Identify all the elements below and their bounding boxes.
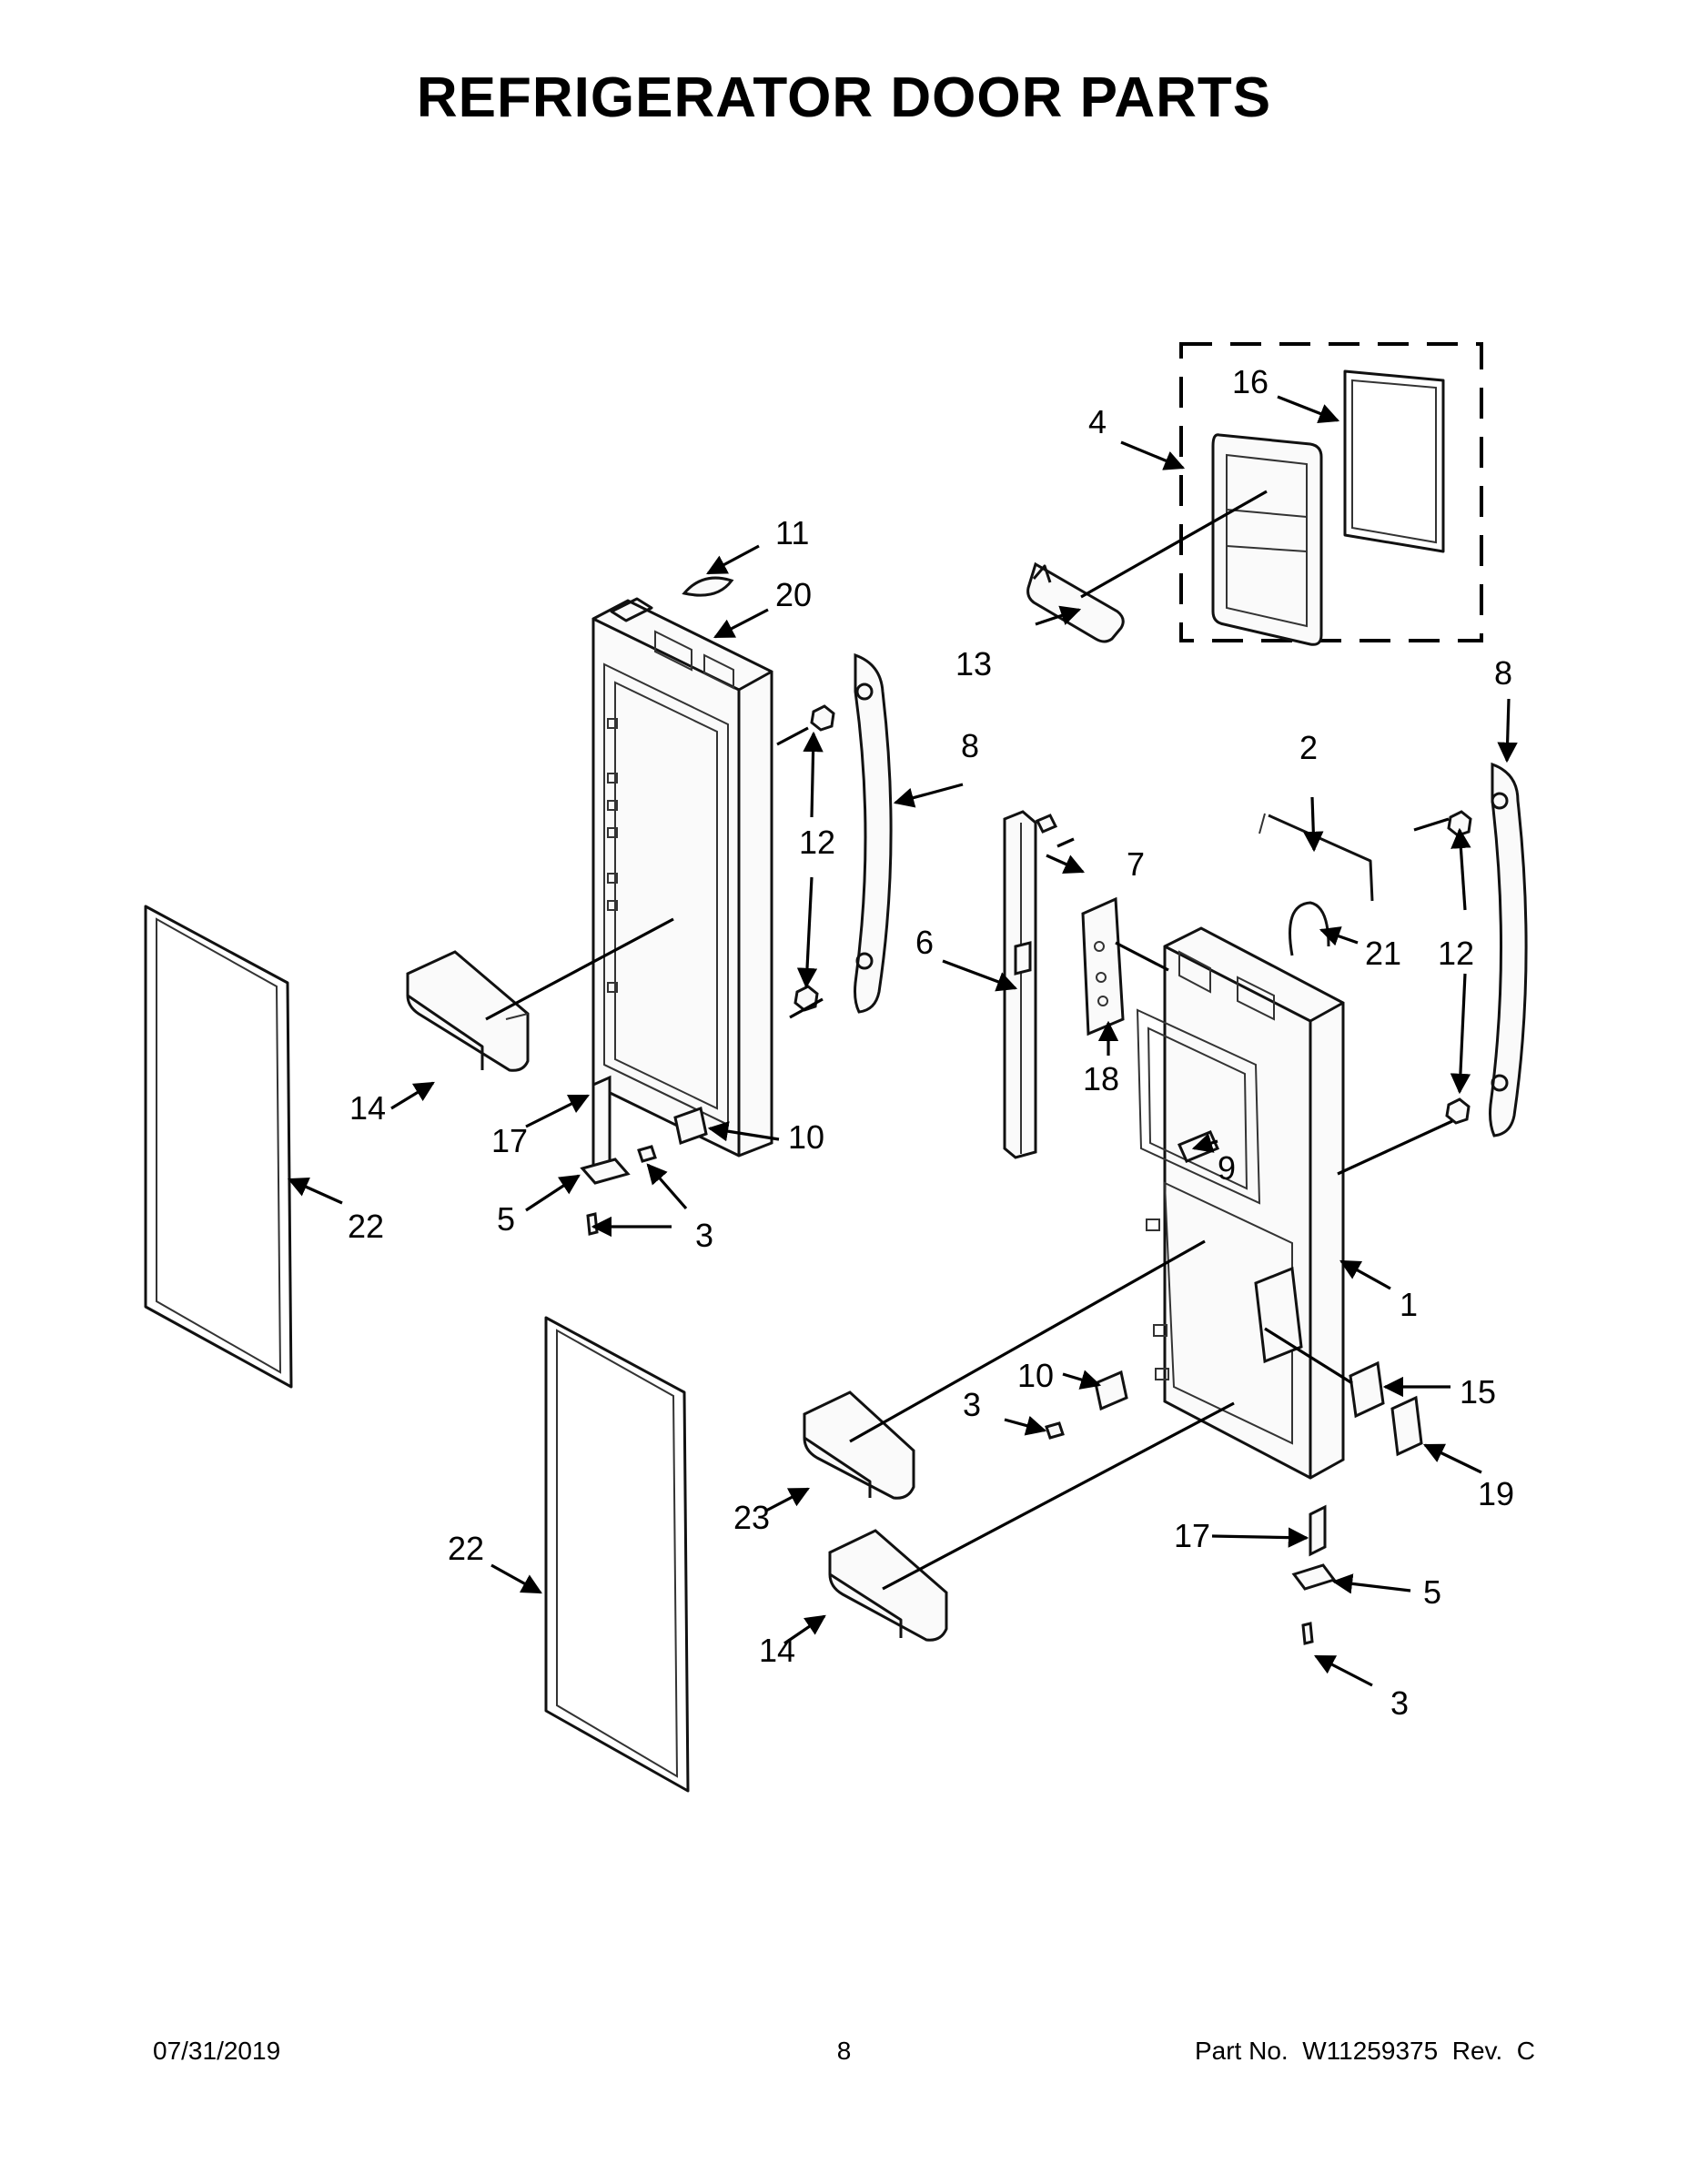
callout-4: 4 [1088, 403, 1107, 440]
kit-boundary-box [1179, 342, 1483, 642]
part-14-left-door-bin [406, 950, 530, 1072]
part-15-trim [1349, 1360, 1385, 1419]
part-5-left-hinge-bracket [580, 1158, 631, 1185]
arrow-leaders [287, 395, 1518, 1687]
callout-23: 23 [733, 1499, 770, 1536]
callout-7: 7 [1127, 845, 1145, 883]
part-22-left-door-gasket [144, 905, 293, 1389]
callout-17-right: 17 [1174, 1517, 1210, 1554]
part-3-right-screw-a [1045, 1421, 1065, 1440]
part-11-cap [682, 576, 734, 597]
part-17-left-hinge-pin [591, 1075, 612, 1173]
part-10-right-cam [1094, 1370, 1128, 1411]
page-title: REFRIGERATOR DOOR PARTS [416, 66, 1272, 129]
callout-9: 9 [1218, 1149, 1236, 1187]
part-23-door-bin [803, 1390, 915, 1500]
callout-22-left: 22 [348, 1208, 384, 1245]
part-17-right-hinge-pin [1309, 1504, 1327, 1557]
part-13-small-bin [1026, 561, 1125, 643]
callout-10-right: 10 [1017, 1357, 1054, 1394]
callout-19: 19 [1478, 1475, 1514, 1512]
part-3-right-screw-b [1301, 1622, 1314, 1645]
callout-2: 2 [1299, 729, 1318, 766]
callout-12-right: 12 [1438, 935, 1474, 972]
callout-12-left: 12 [799, 824, 835, 861]
callout-14-lower: 14 [759, 1632, 795, 1669]
part-21-water-tube [1289, 901, 1330, 956]
part-18-control-board [1081, 896, 1125, 1036]
callout-11: 11 [775, 514, 809, 551]
part-10-left-cam [673, 1107, 708, 1145]
footer-page-number: 8 [836, 2037, 852, 2065]
callout-8-left: 8 [961, 727, 979, 764]
callout-3-mid: 3 [963, 1386, 981, 1423]
part-7-screw [1035, 814, 1058, 834]
callout-18: 18 [1083, 1060, 1119, 1097]
part-16-bin-gasket [1343, 369, 1445, 553]
footer-date: 07/31/2019 [153, 2037, 281, 2065]
callout-21: 21 [1365, 935, 1401, 972]
part-22-right-door-gasket [544, 1316, 690, 1793]
part-4-door-bin-frame [1211, 433, 1323, 646]
part-1-right-door [1136, 926, 1345, 1480]
part-8-right-handle [1489, 762, 1528, 1138]
leader-lines [485, 490, 1453, 1591]
part-8-left-handle [854, 652, 893, 1014]
part-20-left-door-liner [591, 597, 773, 1158]
part-5-right-hinge-bracket [1291, 1563, 1337, 1591]
callout-3-right: 3 [1390, 1684, 1409, 1722]
callout-1: 1 [1400, 1286, 1418, 1323]
callout-8-right: 8 [1494, 654, 1512, 692]
callout-16: 16 [1232, 363, 1269, 400]
callout-13: 13 [955, 645, 992, 682]
callout-5-left: 5 [497, 1200, 515, 1238]
callout-20: 20 [775, 576, 812, 613]
callout-14-left: 14 [349, 1089, 386, 1127]
callout-10-left: 10 [788, 1118, 824, 1156]
part-6-center-mullion [1003, 810, 1037, 1159]
callout-15: 15 [1460, 1373, 1496, 1410]
callout-3-left: 3 [695, 1217, 713, 1254]
callout-17-left: 17 [491, 1122, 528, 1159]
callout-6: 6 [915, 924, 934, 961]
part-2-wire-harness [1258, 813, 1374, 902]
callout-5-right: 5 [1423, 1573, 1441, 1611]
footer-part-number: Part No. W11259375 Rev. C [1194, 2037, 1535, 2065]
callout-22-lower: 22 [448, 1530, 484, 1567]
part-19-cover [1390, 1395, 1423, 1457]
